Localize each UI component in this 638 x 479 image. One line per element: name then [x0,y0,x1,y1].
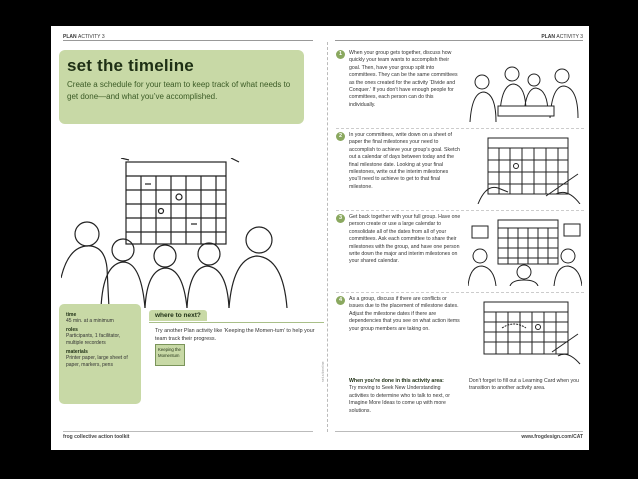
time-value: 45 min. at a minimum [66,318,114,324]
intro-box: set the timeline Create a schedule for y… [59,50,304,124]
footer-url[interactable]: www.frogdesign.com/CAT [521,434,583,440]
step-1-number: 1 [336,50,345,59]
people-calendar-icon [61,158,288,308]
step-3: 3 Get back together with your full group… [336,214,584,294]
header-right-section: PLAN [541,34,556,40]
step-4-number: 4 [336,296,345,305]
header-left-section: PLAN [63,34,77,40]
header-left-activity: ACTIVITY 3 [78,34,105,40]
step-1-illustration [468,52,582,122]
sketch-calendar-icon [477,137,581,204]
where-to-next-heading: where to next? [149,310,207,321]
page-title: set the timeline [67,56,194,75]
step-divider-3 [336,292,584,293]
shared-calendar-icon [468,219,582,286]
header-right: PLAN ACTIVITY 3 [541,34,583,40]
step-2-illustration [468,134,582,204]
done-note-text: Try moving to Seek New Understanding act… [349,385,450,414]
step-4: 4 As a group, discuss if there are confl… [336,296,584,376]
footer-left: frog collective action toolkit [63,434,130,440]
activity-details-box: time 45 min. at a minimum roles Particip… [59,304,141,404]
page-subtitle: Create a schedule for your team to keep … [67,80,291,101]
where-to-next-section: where to next? Try another Plan activity… [149,304,324,343]
step-3-number: 3 [336,214,345,223]
header-rule-left [63,40,313,41]
where-to-next-rule [149,322,324,323]
learning-card-note: Don’t forget to fill out a Learning Card… [469,378,579,392]
header-right-activity: ACTIVITY 3 [556,34,583,40]
done-note-lead: When you’re done in this activity area: [349,378,444,384]
materials-value: Printer paper, large sheet of paper, mar… [66,355,128,368]
header-rule-right [335,40,583,41]
step-2-text: In your committees, write down on a shee… [349,132,460,190]
document-spread: PLAN ACTIVITY 3 PLAN ACTIVITY 3 set the … [51,26,589,450]
header-left: PLAN ACTIVITY 3 [63,34,105,40]
step-4-illustration [468,298,582,368]
footer-rule-left [63,431,313,432]
roles-label: roles [66,327,78,333]
roles-value: Participants, 1 facilitator, multiple re… [66,333,121,346]
time-label: time [66,312,77,318]
step-divider-2 [336,210,584,211]
vertical-page-label: set a timeline [321,361,325,382]
step-3-text: Get back together with your full group. … [349,214,461,265]
done-note: When you’re done in this activity area: … [349,378,459,415]
footer-rule-right [335,431,583,432]
step-1: 1 When your group gets together, discuss… [336,50,584,130]
page-fold-line [327,42,328,432]
materials-label: materials [66,349,88,355]
where-to-next-text: Try another Plan activity like ‘Keeping … [155,328,315,342]
step-divider-1 [336,128,584,129]
step-2: 2 In your committees, write down on a sh… [336,132,584,212]
group-calendar-illustration [61,158,296,308]
step-3-illustration [468,216,582,286]
step-2-number: 2 [336,132,345,141]
step-4-text: As a group, discuss if there are conflic… [349,296,460,332]
committees-icon [469,66,579,122]
keeping-momentum-card: Keeping the Momentum [155,344,185,366]
step-1-text: When your group gets together, discuss h… [349,50,458,108]
adjust-calendar-icon [483,301,581,365]
